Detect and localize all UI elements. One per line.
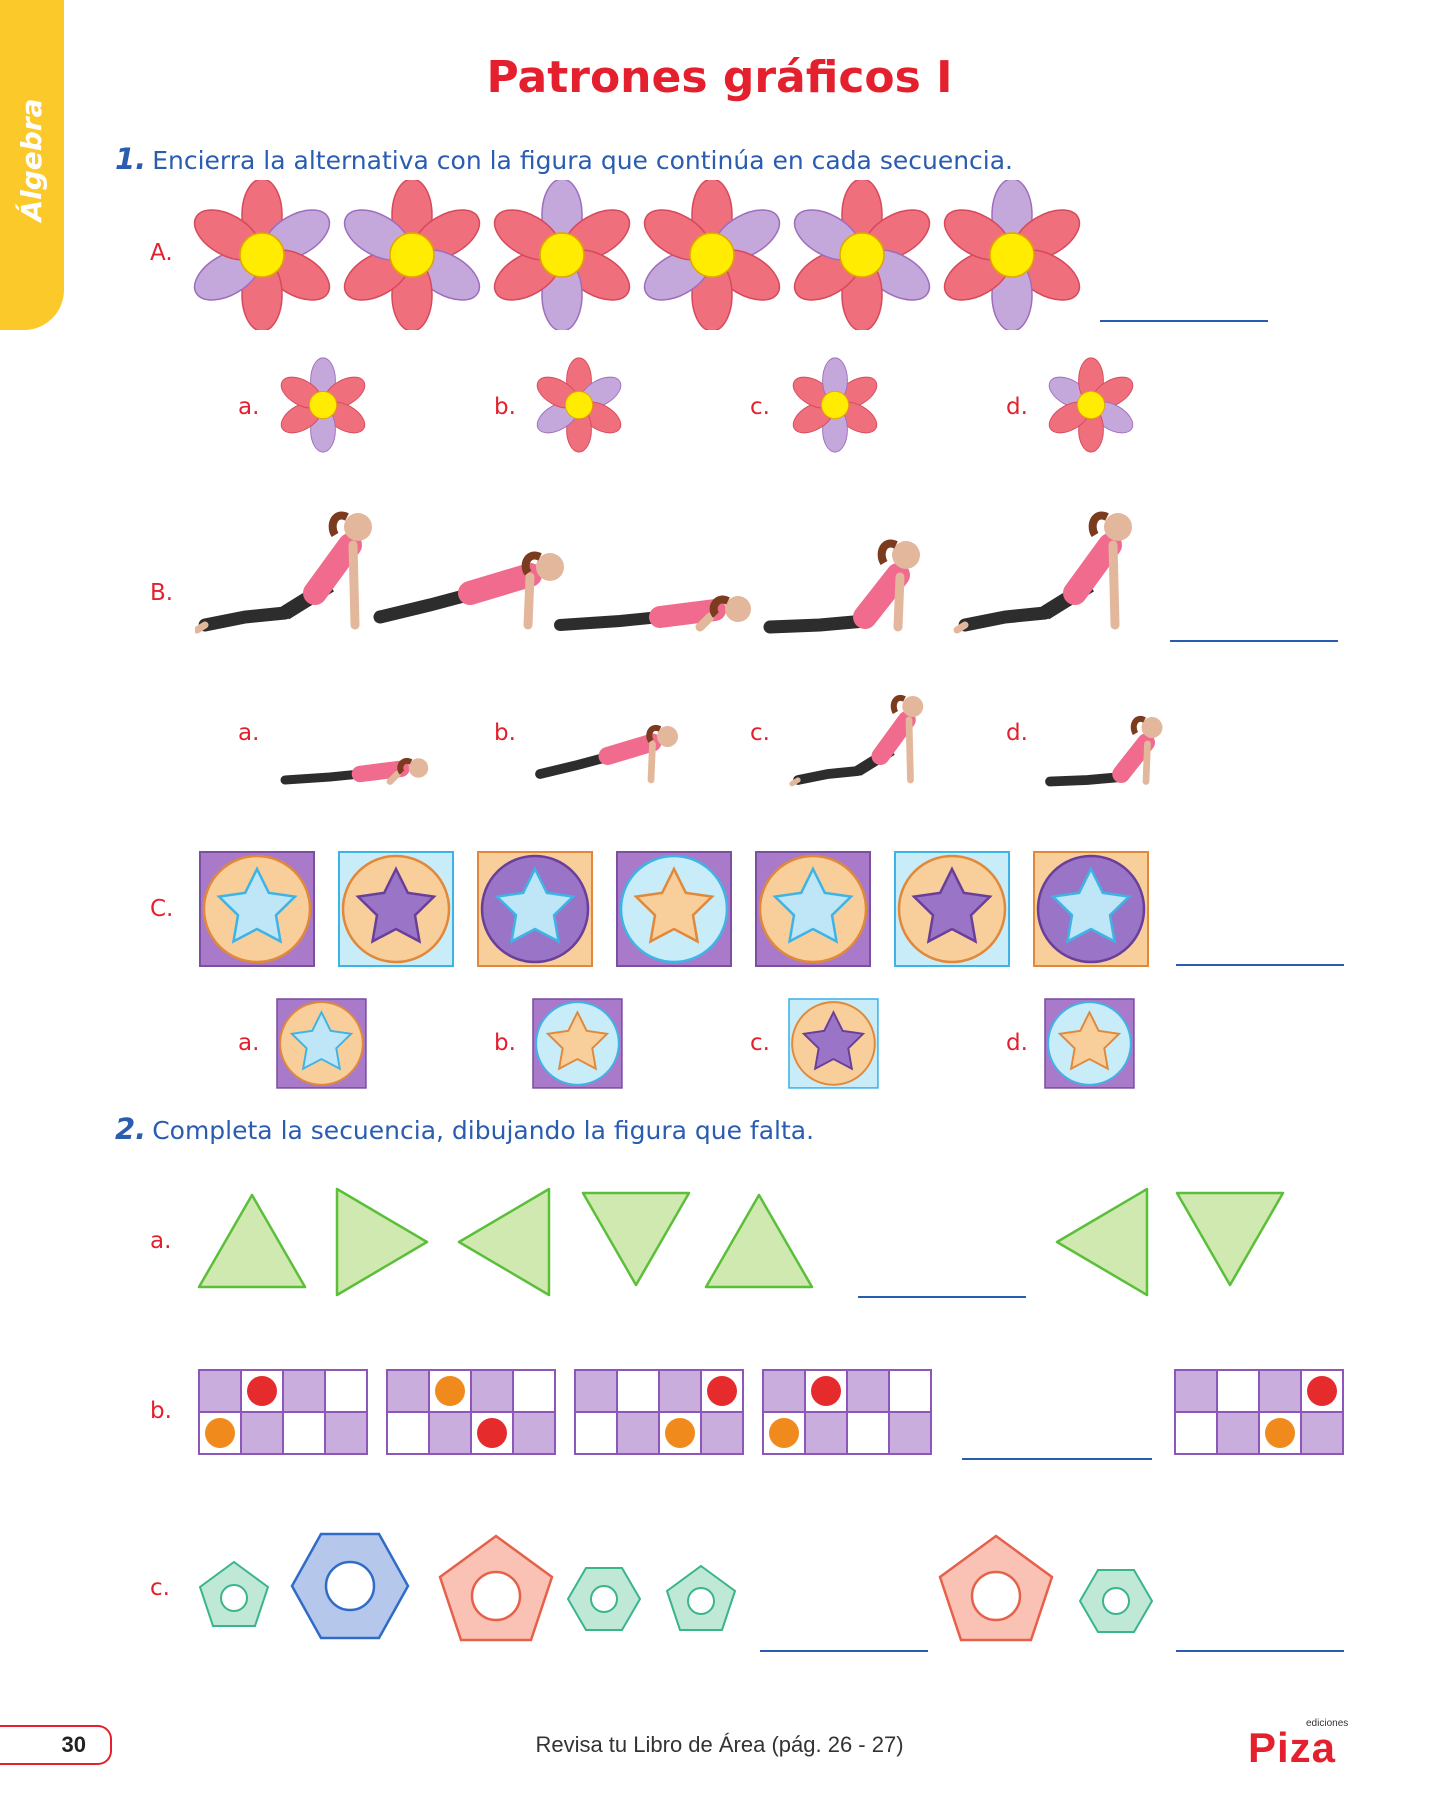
large-pentagon-1 [438,1534,554,1642]
option-d-label: d. [1006,394,1028,420]
q2-row-a-label: a. [150,1228,172,1254]
tile-option-b-label: b. [494,1030,516,1056]
page-number-box: 30 [0,1725,112,1765]
grid-3 [574,1369,744,1455]
grid-6 [1174,1369,1344,1455]
logo-wordmark: Piza [1248,1724,1337,1771]
answer-blank-2a[interactable] [858,1296,1026,1298]
tile-options [276,998,1146,1090]
q2-row-b-label: b. [150,1398,172,1424]
footer-note: Revisa tu Libro de Área (pág. 26 - 27) [535,1732,904,1757]
question-1-instruction: Encierra la alternativa con la figura qu… [152,146,1014,175]
tile-option-b[interactable] [533,999,622,1088]
triangle-up-2 [704,1193,814,1289]
option-a-label: a. [238,394,260,420]
star-square-sequence [198,850,1158,970]
yoga-figure-4 [770,541,920,627]
tile-option-c-label: c. [750,1030,770,1056]
flower-sequence [190,180,1089,330]
answer-blank-b[interactable] [1170,640,1338,642]
star-tile-3 [478,852,592,966]
triangle-sequence [197,1187,1285,1297]
q2-row-c-label: c. [150,1575,170,1601]
page-number: 30 [61,1732,86,1757]
side-tab-label: Álgebra [15,98,48,222]
triangle-left-2 [1055,1187,1149,1297]
star-tile-2 [339,852,453,966]
triangle-down-2 [1175,1191,1285,1287]
large-hexagon [290,1532,410,1640]
row-a-label: A. [150,240,173,266]
grid-4 [762,1369,932,1455]
yoga-option-a[interactable] [285,758,428,781]
yoga-option-d[interactable] [1050,717,1163,782]
yoga-figure-5 [957,513,1132,630]
triangle-up-1 [197,1193,307,1289]
answer-blank-2b[interactable] [962,1458,1152,1460]
triangle-down-1 [581,1191,691,1287]
triangle-right [335,1187,429,1297]
flower-option-d[interactable] [1026,350,1150,460]
side-tab [0,0,64,330]
page-title: Patrones gráficos I [486,52,953,103]
question-1: 1.Encierra la alternativa con la figura … [115,142,1013,176]
star-tile-5 [756,852,870,966]
small-hexagon-1 [566,1567,642,1631]
yoga-option-c-label: c. [750,720,770,746]
publisher-logo: ediciones Piza [1248,1718,1353,1771]
small-hexagon-2 [1078,1569,1154,1633]
grid-2 [386,1369,556,1455]
option-c-label: c. [750,394,770,420]
question-2-instruction: Completa la secuencia, dibujando la figu… [152,1116,815,1145]
flower-5 [785,180,939,330]
star-tile-7 [1034,852,1148,966]
tile-option-a-label: a. [238,1030,260,1056]
yoga-sequence [195,505,1145,650]
star-tile-6 [895,852,1009,966]
answer-blank-2c-2[interactable] [1176,1650,1344,1652]
logo-subtitle: ediciones [1306,1718,1349,1729]
flower-4 [635,180,789,330]
flower-6 [935,180,1089,330]
flower-2 [335,180,489,330]
flower-option-c[interactable] [770,350,900,460]
large-pentagon-2 [938,1534,1054,1642]
row-b-label: B. [150,580,174,606]
tile-option-d-label: d. [1006,1030,1028,1056]
star-tile-1 [200,852,314,966]
answer-blank-2c-1[interactable] [760,1650,928,1652]
yoga-figure-2 [380,553,564,625]
flower-1 [190,180,339,330]
question-2: 2.Completa la secuencia, dibujando la fi… [115,1112,814,1146]
yoga-option-c[interactable] [792,696,923,784]
small-pentagon-2 [665,1564,737,1631]
grid-sequence [198,1369,1344,1455]
option-b-label: b. [494,394,516,420]
flower-option-a[interactable] [275,357,371,453]
triangle-left-1 [457,1187,551,1297]
yoga-option-b[interactable] [540,726,678,780]
small-pentagon-1 [198,1560,270,1627]
tile-option-d[interactable] [1045,999,1134,1088]
answer-blank-c[interactable] [1176,964,1344,966]
yoga-option-d-label: d. [1006,720,1028,746]
question-2-number: 2. [115,1112,147,1146]
tile-option-a[interactable] [277,999,366,1088]
row-c-label: C. [150,896,174,922]
star-tile-4 [617,852,731,966]
yoga-options [270,680,1220,790]
question-1-number: 1. [115,142,147,176]
grid-1 [198,1369,368,1455]
flower-options [275,350,1150,460]
yoga-figure-3 [560,596,751,627]
flower-option-b[interactable] [531,357,627,453]
yoga-option-b-label: b. [494,720,516,746]
tile-option-c[interactable] [789,999,878,1088]
polygon-sequence [198,1532,1154,1642]
flower-3 [485,180,639,330]
yoga-figure-1 [197,513,372,630]
yoga-option-a-label: a. [238,720,260,746]
answer-blank-a[interactable] [1100,320,1268,322]
